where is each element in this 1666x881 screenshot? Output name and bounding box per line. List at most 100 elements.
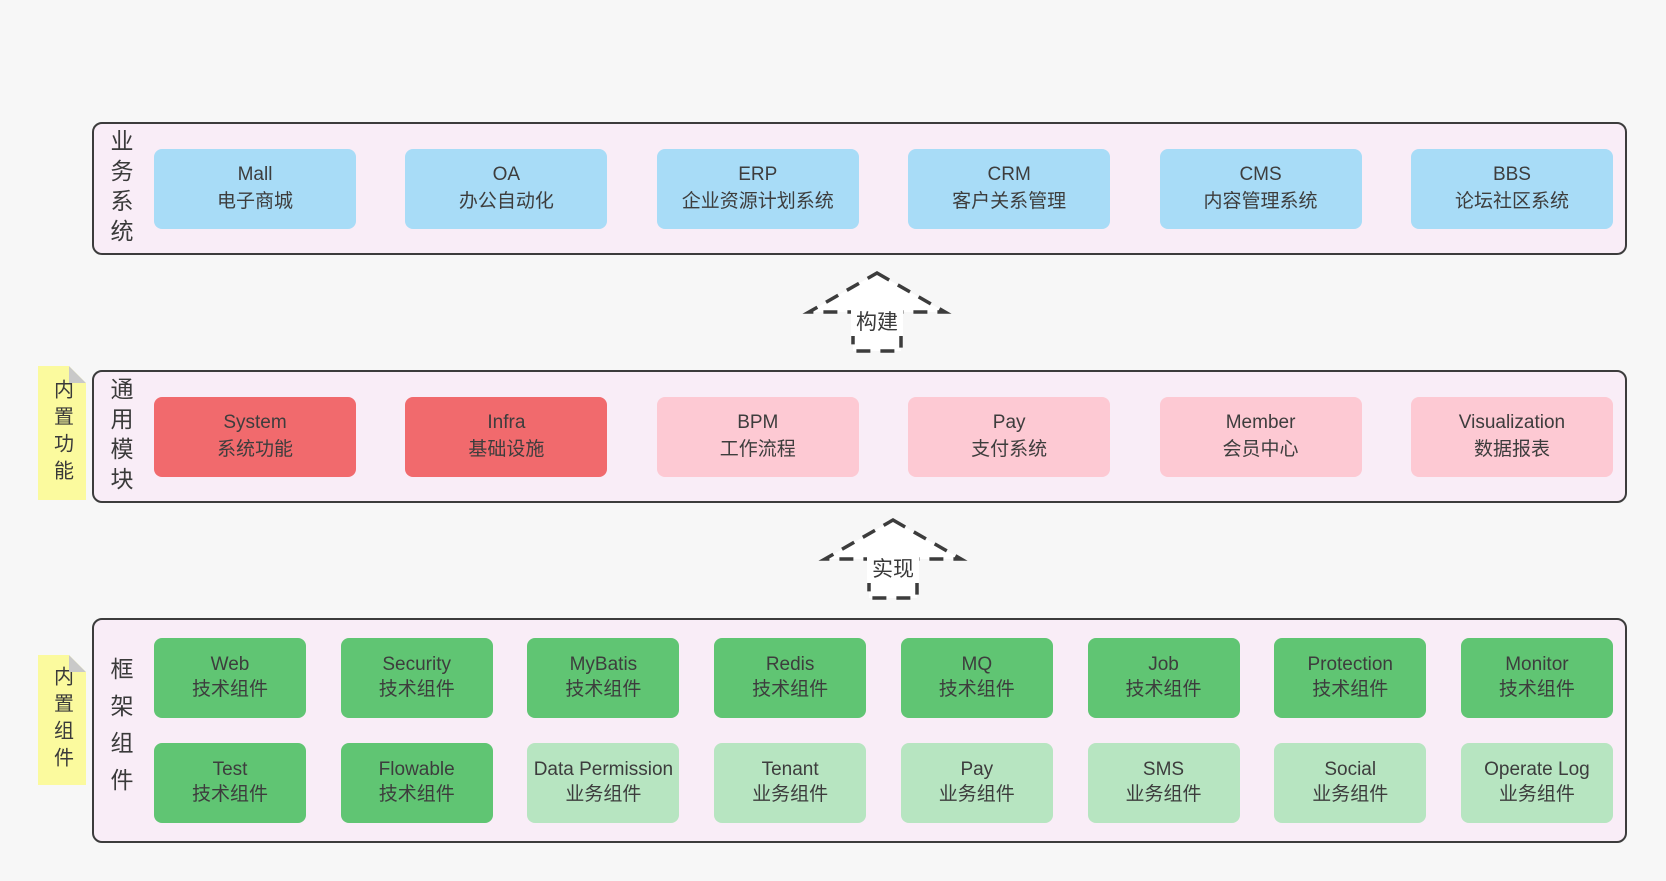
box-operate-log-name: Operate Log: [1484, 759, 1590, 781]
box-security: Security 技术组件: [340, 638, 493, 718]
box-visualization-desc: 数据报表: [1473, 438, 1550, 460]
box-mybatis-name: MyBatis: [569, 654, 638, 676]
box-member-desc: 会员中心: [1222, 438, 1299, 460]
box-job-desc: 技术组件: [1125, 679, 1202, 700]
builtin-components-note: 内置组件: [38, 655, 86, 785]
box-visualization: Visualization 数据报表: [1410, 396, 1613, 477]
box-erp-name: ERP: [738, 164, 778, 186]
box-system-desc: 系统功能: [216, 438, 293, 460]
box-social-name: Social: [1324, 759, 1377, 781]
box-job: Job 技术组件: [1087, 638, 1240, 718]
box-system: System 系统功能: [154, 396, 356, 477]
box-bbs: BBS 论坛社区系统: [1410, 148, 1613, 229]
box-sms-name: SMS: [1142, 759, 1185, 781]
box-operate-log: Operate Log 业务组件: [1460, 743, 1613, 823]
box-tenant-desc: 业务组件: [752, 784, 829, 805]
box-infra-desc: 基础设施: [468, 438, 545, 460]
box-redis-name: Redis: [765, 654, 815, 676]
box-oa-desc: 办公自动化: [458, 190, 554, 212]
box-web: Web 技术组件: [154, 638, 306, 718]
box-mybatis: MyBatis 技术组件: [527, 638, 680, 718]
box-flowable-name: Flowable: [378, 759, 455, 781]
box-bbs-desc: 论坛社区系统: [1454, 190, 1569, 212]
box-crm-name: CRM: [987, 164, 1031, 186]
box-redis-desc: 技术组件: [752, 679, 829, 700]
build-arrow: 构建: [802, 270, 952, 354]
framework-components-row-2: Test 技术组件 Flowable 技术组件 Data Permission …: [154, 743, 1613, 823]
box-flowable: Flowable 技术组件: [340, 743, 493, 823]
box-mq: MQ 技术组件: [900, 638, 1053, 718]
box-mall-desc: 电子商城: [216, 190, 293, 212]
box-cms: CMS 内容管理系统: [1159, 148, 1362, 229]
box-visualization-name: Visualization: [1458, 412, 1566, 434]
layer-business-systems: 业务系统 Mall 电子商城 OA 办公自动化 ERP 企业资源计划系统 CRM…: [92, 122, 1627, 255]
box-infra: Infra 基础设施: [405, 396, 608, 477]
box-monitor-desc: 技术组件: [1498, 679, 1575, 700]
build-arrow-label: 构建: [851, 306, 903, 336]
box-monitor: Monitor 技术组件: [1460, 638, 1613, 718]
box-sms: SMS 业务组件: [1087, 743, 1240, 823]
box-pay-component-name: Pay: [960, 759, 994, 781]
box-tenant: Tenant 业务组件: [714, 743, 867, 823]
box-protection-desc: 技术组件: [1312, 679, 1389, 700]
box-flowable-desc: 技术组件: [378, 784, 455, 805]
box-web-name: Web: [210, 654, 250, 676]
box-crm: CRM 客户关系管理: [908, 148, 1111, 229]
box-bpm-name: BPM: [737, 412, 779, 434]
box-erp-desc: 企业资源计划系统: [681, 190, 834, 212]
box-oa-name: OA: [492, 164, 521, 186]
box-crm-desc: 客户关系管理: [952, 190, 1067, 212]
business-systems-row: Mall 电子商城 OA 办公自动化 ERP 企业资源计划系统 CRM 客户关系…: [146, 124, 1625, 253]
box-test-desc: 技术组件: [191, 784, 268, 805]
box-erp: ERP 企业资源计划系统: [656, 148, 859, 229]
implement-arrow-label: 实现: [867, 553, 919, 583]
box-web-desc: 技术组件: [191, 679, 268, 700]
box-member: Member 会员中心: [1159, 396, 1362, 477]
layer-framework-components-label: 框架组件: [107, 656, 133, 805]
framework-components-rows: Web 技术组件 Security 技术组件 MyBatis 技术组件 Redi…: [146, 620, 1625, 841]
box-bpm-desc: 工作流程: [719, 438, 796, 460]
builtin-features-note: 内置功能: [38, 366, 86, 500]
box-oa: OA 办公自动化: [405, 148, 608, 229]
layer-framework-components: 框架组件 Web 技术组件 Security 技术组件 MyBatis 技术组件…: [92, 618, 1627, 843]
box-operate-log-desc: 业务组件: [1498, 784, 1575, 805]
box-tenant-name: Tenant: [761, 759, 819, 781]
box-test-name: Test: [212, 759, 248, 781]
box-protection-name: Protection: [1307, 654, 1393, 676]
box-data-permission-desc: 业务组件: [565, 784, 642, 805]
layer-common-modules-label: 通用模块: [107, 376, 133, 497]
box-infra-name: Infra: [487, 412, 526, 434]
box-pay-module-name: Pay: [992, 412, 1026, 434]
box-security-name: Security: [382, 654, 452, 676]
box-social-desc: 业务组件: [1312, 784, 1389, 805]
box-mq-desc: 技术组件: [938, 679, 1015, 700]
box-bpm: BPM 工作流程: [656, 396, 859, 477]
box-mall-name: Mall: [237, 164, 273, 186]
box-protection: Protection 技术组件: [1274, 638, 1427, 718]
implement-arrow: 实现: [818, 517, 968, 601]
box-data-permission: Data Permission 业务组件: [527, 743, 680, 823]
layer-common-modules: 通用模块 System 系统功能 Infra 基础设施 BPM 工作流程 Pay…: [92, 370, 1627, 503]
box-system-name: System: [223, 412, 287, 434]
box-sms-desc: 业务组件: [1125, 784, 1202, 805]
box-data-permission-name: Data Permission: [533, 759, 674, 781]
box-pay-component-desc: 业务组件: [938, 784, 1015, 805]
box-bbs-name: BBS: [1492, 164, 1531, 186]
box-pay-module-desc: 支付系统: [971, 438, 1048, 460]
box-monitor-name: Monitor: [1505, 654, 1569, 676]
box-mybatis-desc: 技术组件: [565, 679, 642, 700]
box-security-desc: 技术组件: [378, 679, 455, 700]
box-pay-component: Pay 业务组件: [900, 743, 1053, 823]
box-test: Test 技术组件: [154, 743, 306, 823]
framework-components-row-1: Web 技术组件 Security 技术组件 MyBatis 技术组件 Redi…: [154, 638, 1613, 718]
box-mq-name: MQ: [961, 654, 993, 676]
box-social: Social 业务组件: [1274, 743, 1427, 823]
box-pay-module: Pay 支付系统: [908, 396, 1111, 477]
common-modules-row: System 系统功能 Infra 基础设施 BPM 工作流程 Pay 支付系统…: [146, 372, 1625, 501]
box-member-name: Member: [1225, 412, 1296, 434]
layer-business-systems-label: 业务系统: [107, 128, 133, 249]
box-redis: Redis 技术组件: [714, 638, 867, 718]
box-mall: Mall 电子商城: [154, 148, 356, 229]
box-job-name: Job: [1148, 654, 1179, 676]
